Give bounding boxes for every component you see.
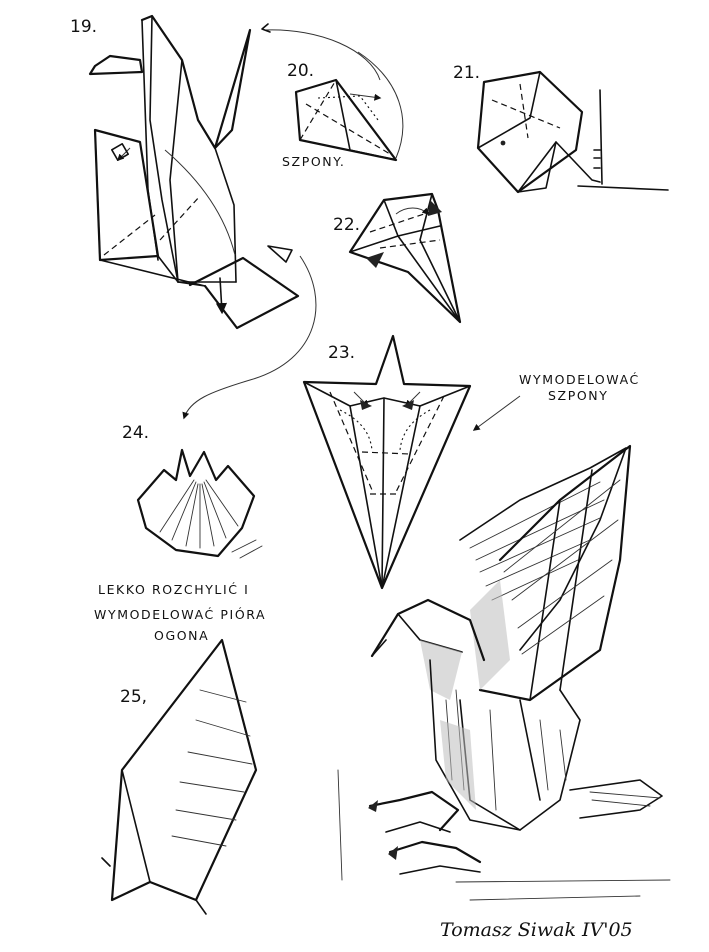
flow-arrow-19-to-24 bbox=[184, 256, 316, 418]
step-19-number: 19. bbox=[70, 17, 97, 37]
note-pointer-arrow bbox=[474, 396, 520, 430]
step-24-number: 24. bbox=[122, 423, 149, 443]
step-23-note-line-2: SZPONY bbox=[548, 388, 608, 403]
step-25-diagram: 25, bbox=[102, 640, 256, 914]
step-20-diagram: 20. SZPONY. bbox=[282, 52, 403, 169]
step-24-note-line-2: WYMODELOWAĆ PIÓRA bbox=[94, 607, 266, 622]
step-22-diagram: 22. bbox=[333, 194, 460, 322]
step-24-note-line-1: LEKKO ROZCHYLIĆ I bbox=[98, 582, 249, 597]
step-23-diagram: 23. bbox=[304, 336, 470, 588]
step-21-diagram: 21. bbox=[453, 63, 668, 192]
step-23-number: 23. bbox=[328, 343, 355, 363]
step-22-number: 22. bbox=[333, 215, 360, 235]
step-25-number: 25, bbox=[120, 687, 147, 707]
step-20-number: 20. bbox=[287, 61, 314, 81]
step-20-note: SZPONY. bbox=[282, 154, 346, 169]
step-24-diagram: 24. LEKKO ROZCHYLIĆ I WYMODELOWAĆ PIÓRA … bbox=[94, 423, 266, 643]
step-21-number: 21. bbox=[453, 63, 480, 83]
artist-signature: Tomasz Siwak IV'05 bbox=[440, 919, 633, 941]
step-19-diagram: 19. bbox=[70, 16, 380, 328]
step-24-note-line-3: OGONA bbox=[154, 628, 209, 643]
step-23-note-line-1: WYMODELOWAĆ bbox=[519, 372, 640, 387]
finished-eagle-drawing bbox=[338, 446, 670, 900]
